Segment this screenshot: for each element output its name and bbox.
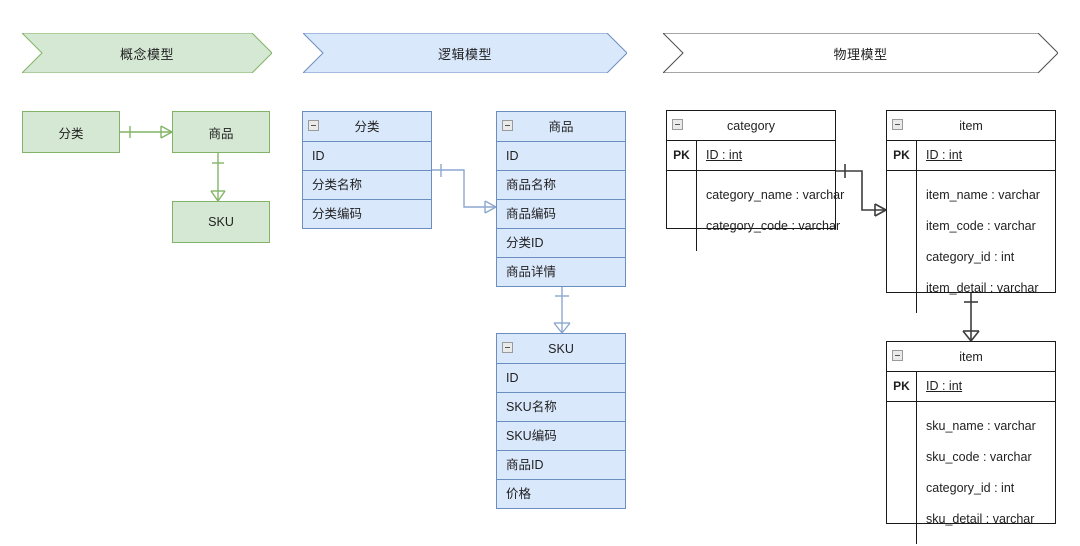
- physical-columns-list: item_name : varchar item_code : varchar …: [917, 171, 1055, 313]
- logical-table-title: SKU: [548, 342, 574, 356]
- relation-concept-category-item: [120, 125, 173, 139]
- physical-pk-row: PK ID : int: [887, 372, 1055, 402]
- minus-square-icon[interactable]: [308, 120, 319, 131]
- banner-physical[interactable]: 物理模型: [663, 33, 1058, 73]
- physical-columns-body: item_name : varchar item_code : varchar …: [887, 171, 1055, 313]
- minus-square-icon[interactable]: [502, 120, 513, 131]
- physical-column: item_code : varchar: [926, 219, 1036, 233]
- physical-pk-field: ID : int: [706, 148, 743, 162]
- logical-field-row: 分类名称: [303, 171, 431, 200]
- logical-field-row: SKU名称: [497, 393, 625, 422]
- logical-field-row: 商品ID: [497, 451, 625, 480]
- logical-field-row: 商品名称: [497, 171, 625, 200]
- physical-column: category_id : int: [926, 250, 1015, 264]
- physical-table-title: category: [727, 119, 775, 133]
- logical-table-sku[interactable]: SKU ID SKU名称 SKU编码 商品ID 价格: [496, 333, 626, 509]
- physical-pk-row: PK ID : int: [667, 141, 835, 171]
- logical-field-row: 分类编码: [312, 207, 363, 221]
- physical-column: category_code : varchar: [706, 219, 841, 233]
- physical-pk-label: PK: [667, 141, 697, 170]
- physical-table-item[interactable]: item PK ID : int item_name : varchar ite…: [886, 110, 1056, 313]
- minus-square-icon[interactable]: [892, 350, 903, 361]
- logical-field-row: 商品编码: [497, 200, 625, 229]
- concept-box-category[interactable]: 分类: [22, 111, 120, 153]
- logical-table-header: SKU: [497, 334, 625, 364]
- logical-table-title: 分类: [354, 120, 380, 134]
- chevron-banner-shape-conceptual: [22, 33, 272, 73]
- physical-table-title: item: [959, 119, 983, 133]
- logical-table-item[interactable]: 商品 ID 商品名称 商品编码 分类ID 商品详情: [496, 111, 626, 287]
- physical-table-header: item: [887, 342, 1055, 372]
- logical-table-header: 商品: [497, 112, 625, 142]
- chevron-banner-shape-physical: [663, 33, 1058, 73]
- logical-field-row: 价格: [506, 487, 532, 501]
- relation-logical-item-sku: [553, 287, 571, 334]
- physical-pk-label: PK: [887, 141, 917, 170]
- physical-columns-body: sku_name : varchar sku_code : varchar ca…: [887, 402, 1055, 544]
- concept-box-label: SKU: [208, 215, 234, 229]
- concept-box-label: 分类: [58, 126, 84, 141]
- concept-box-sku[interactable]: SKU: [172, 201, 270, 243]
- physical-column: category_id : int: [926, 481, 1015, 495]
- logical-field-row: ID: [497, 142, 625, 171]
- physical-columns-body: category_name : varchar category_code : …: [667, 171, 844, 251]
- logical-field-row: 分类ID: [497, 229, 625, 258]
- physical-table-sku[interactable]: item PK ID : int sku_name : varchar sku_…: [886, 341, 1056, 544]
- banner-label-physical: 物理模型: [833, 46, 888, 62]
- physical-columns-list: category_name : varchar category_code : …: [697, 171, 844, 251]
- physical-gutter: [887, 402, 917, 544]
- physical-table-header: category: [667, 111, 835, 141]
- banner-conceptual[interactable]: 概念模型: [22, 33, 272, 73]
- physical-column: item_detail : varchar: [926, 281, 1039, 295]
- banner-logical[interactable]: 逻辑模型: [303, 33, 627, 73]
- physical-pk-field: ID : int: [926, 379, 963, 393]
- physical-gutter: [887, 171, 917, 313]
- minus-square-icon[interactable]: [502, 342, 513, 353]
- banner-label-conceptual: 概念模型: [119, 46, 174, 62]
- chevron-banner-shape-logical: [303, 33, 627, 73]
- minus-square-icon[interactable]: [892, 119, 903, 130]
- relation-concept-item-sku: [210, 153, 226, 202]
- physical-table-category[interactable]: category PK ID : int category_name : var…: [666, 110, 844, 251]
- logical-field-row: 商品详情: [506, 265, 557, 279]
- physical-table-header: item: [887, 111, 1055, 141]
- physical-pk-label: PK: [887, 372, 917, 401]
- logical-field-row: SKU编码: [497, 422, 625, 451]
- physical-pk-field: ID : int: [926, 148, 963, 162]
- relation-logical-category-item: [432, 164, 497, 214]
- physical-pk-row: PK ID : int: [887, 141, 1055, 171]
- physical-column: sku_name : varchar: [926, 419, 1036, 433]
- minus-square-icon[interactable]: [672, 119, 683, 130]
- physical-column: item_name : varchar: [926, 188, 1040, 202]
- physical-gutter: [667, 171, 697, 251]
- physical-table-title: item: [959, 350, 983, 364]
- physical-column: sku_detail : varchar: [926, 512, 1035, 526]
- physical-column: category_name : varchar: [706, 188, 845, 202]
- concept-box-label: 商品: [208, 126, 234, 141]
- banner-label-logical: 逻辑模型: [437, 46, 492, 62]
- logical-table-header: 分类: [303, 112, 431, 142]
- logical-table-category[interactable]: 分类 ID 分类名称 分类编码: [302, 111, 432, 229]
- logical-field-row: ID: [497, 364, 625, 393]
- concept-box-item[interactable]: 商品: [172, 111, 270, 153]
- physical-columns-list: sku_name : varchar sku_code : varchar ca…: [917, 402, 1055, 544]
- physical-column: sku_code : varchar: [926, 450, 1032, 464]
- logical-field-row: ID: [303, 142, 431, 171]
- logical-table-title: 商品: [548, 120, 574, 134]
